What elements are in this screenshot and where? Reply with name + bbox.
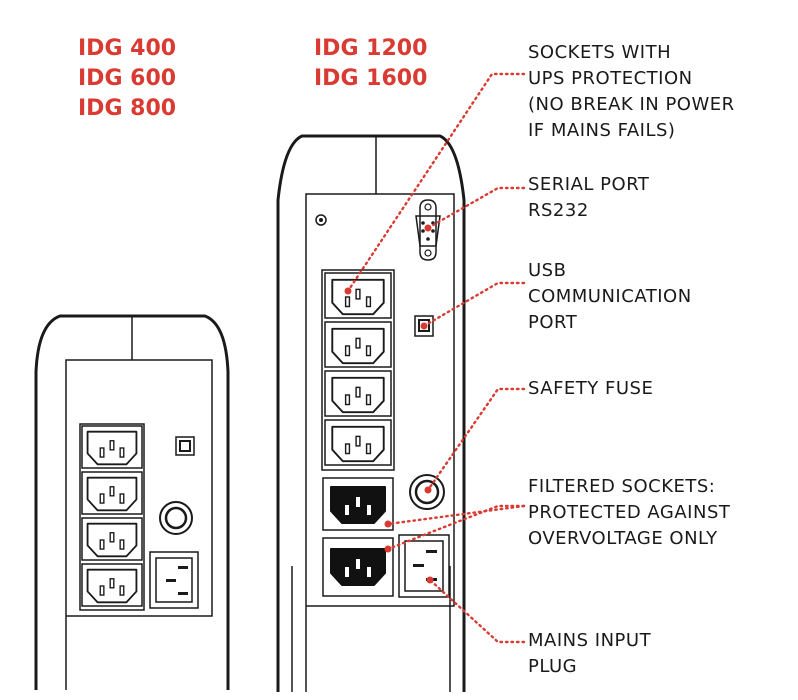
leader-end-dots bbox=[344, 224, 434, 584]
model-name: IDG 1200 bbox=[314, 36, 428, 61]
model-list-large: IDG 1200 IDG 1600 bbox=[314, 34, 427, 94]
model-list-small: IDG 400 IDG 600 IDG 800 bbox=[78, 34, 176, 124]
ups-outlet bbox=[81, 563, 143, 607]
usb-port-icon bbox=[414, 315, 434, 337]
outlet-group-frame bbox=[79, 423, 145, 611]
usb-port-icon bbox=[175, 436, 195, 456]
leader-filtered-lower bbox=[386, 504, 526, 551]
model-name: IDG 1600 bbox=[314, 66, 428, 91]
ground-screw-icon bbox=[315, 214, 327, 226]
ups-outlet bbox=[324, 272, 392, 319]
leader-lines bbox=[346, 72, 526, 644]
callout-serial-port: SERIAL PORT RS232 bbox=[528, 174, 650, 221]
mains-inlet-icon bbox=[149, 551, 199, 609]
callout-filtered-sockets: FILTERED SOCKETS: PROTECTED AGAINST OVER… bbox=[528, 476, 731, 549]
ups-large-unit bbox=[276, 134, 466, 692]
outlet-group-frame bbox=[321, 269, 395, 471]
callout-sockets-ups: SOCKETS WITH UPS PROTECTION (NO BREAK IN… bbox=[528, 42, 735, 141]
model-name: IDG 600 bbox=[78, 66, 177, 91]
filtered-outlet bbox=[322, 537, 394, 597]
leader-usb-port bbox=[422, 281, 526, 328]
ups-outlet bbox=[81, 517, 143, 561]
base-foot bbox=[277, 566, 465, 692]
leader-sockets-ups bbox=[346, 72, 526, 293]
panel-outline bbox=[305, 136, 455, 692]
callout-mains-input: MAINS INPUT PLUG bbox=[528, 630, 652, 677]
leader-mains-input bbox=[428, 578, 526, 644]
ups-outlet bbox=[81, 425, 143, 469]
filtered-outlet bbox=[322, 477, 394, 531]
model-name: IDG 800 bbox=[78, 96, 177, 121]
fuse-holder-icon bbox=[159, 501, 193, 535]
ups-small-unit bbox=[34, 314, 230, 690]
serial-port-icon bbox=[415, 199, 441, 261]
ups-outlet bbox=[81, 471, 143, 515]
ups-outlet bbox=[324, 419, 392, 466]
ups-outlet bbox=[324, 370, 392, 417]
model-name: IDG 400 bbox=[78, 36, 177, 61]
ups-outlet bbox=[324, 321, 392, 368]
callout-safety-fuse: SAFETY FUSE bbox=[528, 378, 654, 399]
fuse-holder-icon bbox=[409, 474, 445, 510]
callout-usb-port: USB COMMUNICATION PORT bbox=[528, 260, 692, 333]
panel-outline bbox=[65, 316, 213, 690]
leader-filtered-upper bbox=[386, 504, 526, 526]
